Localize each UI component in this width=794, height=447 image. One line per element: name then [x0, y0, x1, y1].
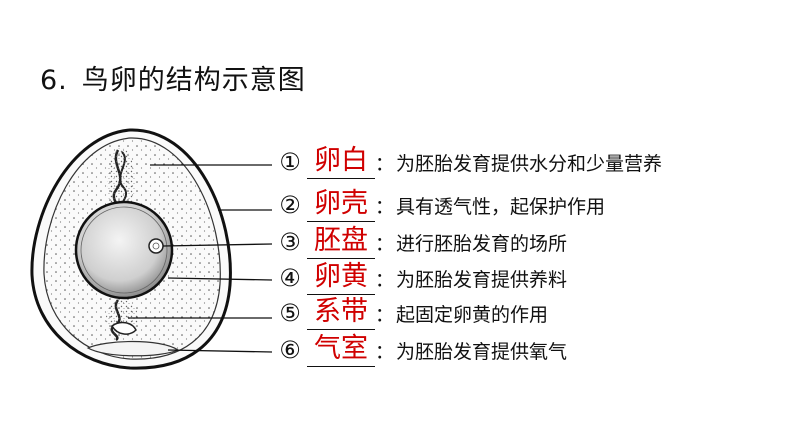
page-title: 6. 鸟卵的结构示意图 — [40, 58, 306, 97]
answer-text: 气室 — [314, 333, 368, 364]
leader-lines — [128, 164, 273, 353]
yolk — [74, 200, 174, 300]
question-number: 6. — [40, 65, 68, 96]
answer-blank: 卵黄 — [307, 260, 375, 295]
row-description: 为胚胎发育提供氧气 — [396, 341, 568, 363]
answer-blank: 胚盘 — [307, 224, 375, 259]
row-marker: ③ — [279, 228, 301, 256]
answer-blank: 卵壳 — [307, 187, 375, 222]
answer-text: 卵黄 — [314, 261, 368, 292]
answer-blank: 气室 — [307, 332, 375, 367]
row-description: 为胚胎发育提供养料 — [396, 269, 568, 291]
label-row-shell: ② 卵壳 ： 具有透气性，起保护作用 — [275, 188, 605, 222]
row-description: 进行胚胎发育的场所 — [396, 233, 568, 255]
label-row-egg-white: ① 卵白 ： 为胚胎发育提供水分和少量营养 — [275, 145, 662, 179]
label-row-air-cell: ⑥ 气室 ： 为胚胎发育提供氧气 — [275, 333, 567, 367]
row-description: 起固定卵黄的作用 — [396, 304, 549, 326]
answer-blank: 系带 — [307, 295, 375, 330]
label-row-chalaza: ⑤ 系带 ： 起固定卵黄的作用 — [275, 296, 548, 330]
row-description: 为胚胎发育提供水分和少量营养 — [396, 153, 663, 175]
answer-text: 卵壳 — [314, 188, 368, 219]
label-row-germinal-disc: ③ 胚盘 ： 进行胚胎发育的场所 — [275, 225, 567, 259]
answer-text: 卵白 — [314, 145, 368, 176]
answer-text: 胚盘 — [314, 225, 368, 256]
row-marker: ② — [279, 191, 301, 219]
label-row-yolk: ④ 卵黄 ： 为胚胎发育提供养料 — [275, 261, 567, 295]
row-marker: ⑥ — [279, 336, 301, 364]
row-marker: ① — [279, 148, 301, 176]
answer-blank: 卵白 — [307, 144, 375, 179]
row-marker: ④ — [279, 264, 301, 292]
row-marker: ⑤ — [279, 299, 301, 327]
answer-text: 系带 — [314, 296, 368, 327]
row-description: 具有透气性，起保护作用 — [396, 196, 606, 218]
title-text: 鸟卵的结构示意图 — [81, 65, 306, 96]
chalaza-bottom — [106, 299, 138, 342]
